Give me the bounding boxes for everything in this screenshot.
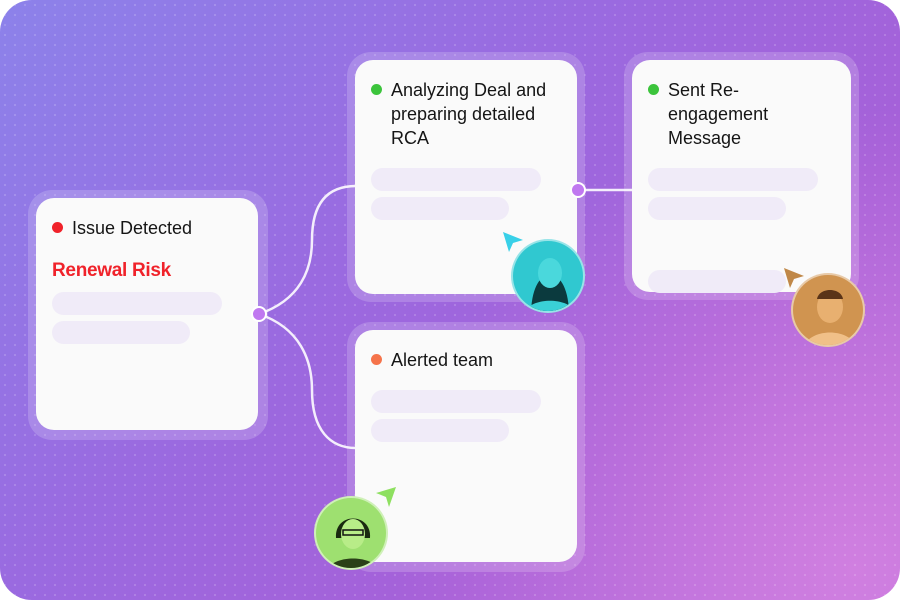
connector-to-analyzing — [258, 184, 357, 316]
card-title: Analyzing Deal and preparing detailed RC… — [391, 80, 547, 148]
status-dot-orange — [371, 354, 382, 365]
avatar-orange — [791, 273, 865, 347]
cursor-orange-icon — [784, 268, 804, 288]
connector-to-alerted — [258, 312, 357, 450]
status-dot-green — [371, 84, 382, 95]
person-icon — [525, 258, 575, 311]
placeholder-bar — [52, 321, 190, 344]
status-dot-red — [52, 222, 63, 233]
card-title: Issue Detected — [72, 218, 193, 238]
card-title: Sent Re-engagement Message — [668, 80, 769, 148]
placeholder-bar — [371, 197, 509, 220]
cursor-teal-icon — [503, 232, 523, 252]
placeholder-bar — [648, 197, 786, 220]
placeholder-bar — [371, 419, 509, 442]
card-title: Alerted team — [391, 350, 494, 370]
placeholder-bar — [371, 390, 541, 413]
placeholder-bar — [371, 168, 541, 191]
card-sent-message[interactable]: Sent Re-engagement Message — [632, 60, 851, 293]
avatar-teal — [511, 239, 585, 313]
card-issue-detected[interactable]: Issue Detected Renewal Risk — [36, 198, 258, 430]
placeholder-bar — [648, 168, 818, 191]
placeholder-bar — [648, 270, 786, 293]
card-alerted-team[interactable]: Alerted team — [355, 330, 577, 562]
status-dot-green — [648, 84, 659, 95]
cursor-green-icon — [376, 487, 396, 507]
connector-node — [570, 182, 586, 198]
avatar-green — [314, 496, 388, 570]
connector-node — [251, 306, 267, 322]
placeholder-bar — [52, 292, 222, 315]
card-subtitle: Renewal Risk — [52, 260, 171, 281]
